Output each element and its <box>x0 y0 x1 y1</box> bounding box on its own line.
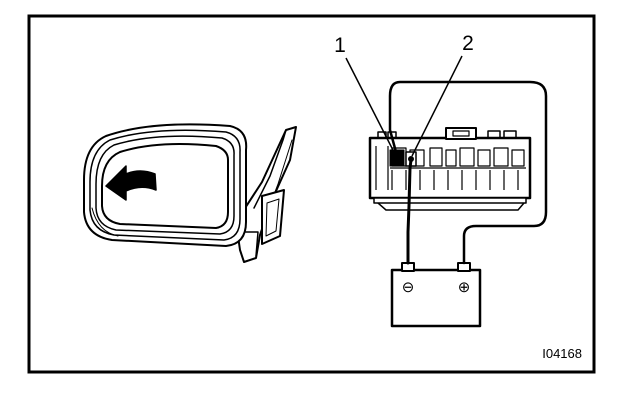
mirror-glass <box>101 143 229 229</box>
curved-arrow-left-icon <box>105 165 157 201</box>
battery <box>390 262 482 328</box>
terminal-1 <box>389 149 405 167</box>
mirror-mount-plate <box>261 189 285 245</box>
figure-code: I04168 <box>542 346 582 361</box>
callout-2-leader <box>411 55 463 157</box>
positive-lead <box>388 80 548 265</box>
callout-2: 2 <box>462 32 474 55</box>
callout-1: 1 <box>334 34 346 57</box>
battery-negative-symbol: ⊖ <box>402 279 415 296</box>
callout-1-leader <box>345 57 397 157</box>
negative-lead <box>406 158 413 265</box>
side-mirror <box>83 123 297 263</box>
battery-positive-symbol: ⊕ <box>458 279 471 296</box>
mirror-housing <box>83 123 248 247</box>
callout-leaders <box>345 55 463 157</box>
test-leads <box>388 80 548 265</box>
